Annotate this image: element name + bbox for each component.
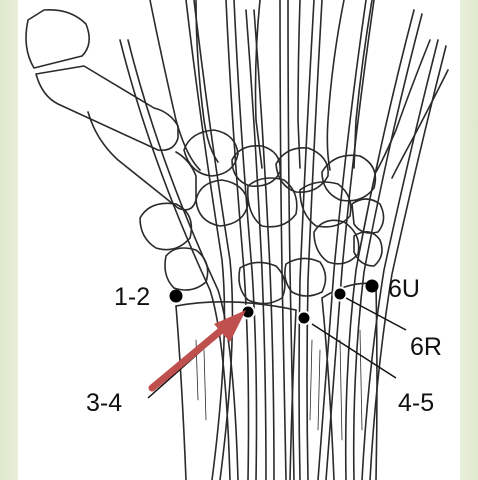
portal-6R-dot <box>334 288 347 301</box>
metacarpal-3b <box>298 0 300 168</box>
tendon-5a <box>280 0 286 480</box>
portal-4-5-dot <box>298 312 311 325</box>
label-4-5: 4-5 <box>398 389 434 417</box>
capitate <box>276 148 328 192</box>
illustration-panel: 1-2 3-4 4-5 6U 6R <box>18 0 460 480</box>
label-3-4: 3-4 <box>86 389 122 417</box>
label-6R: 6R <box>410 333 442 361</box>
metacarpal-5b <box>392 70 448 178</box>
label-6U: 6U <box>388 275 420 303</box>
tendon-3b <box>234 0 257 480</box>
tendon-7a <box>318 0 366 480</box>
portal-6U-dot <box>366 280 379 293</box>
label-1-2: 1-2 <box>114 283 150 311</box>
wrist-arthroscopy-diagram: 1-2 3-4 4-5 6U 6R <box>18 0 460 480</box>
metacarpal-2b <box>196 0 218 162</box>
tendon-5b <box>288 0 294 480</box>
radius-distal-rim <box>176 302 296 310</box>
portal-1-2-dot <box>170 290 183 303</box>
pisiform <box>352 199 384 233</box>
leader-lines <box>148 298 406 398</box>
metacarpal-4 <box>327 0 344 170</box>
thumb-metacarpal <box>88 112 196 210</box>
tendon-2a <box>186 0 224 480</box>
thumb-distal-phalanx <box>26 10 89 68</box>
radius-shaft-left-edge <box>176 306 186 480</box>
hamate <box>322 155 375 200</box>
tendon-1a <box>120 40 230 480</box>
